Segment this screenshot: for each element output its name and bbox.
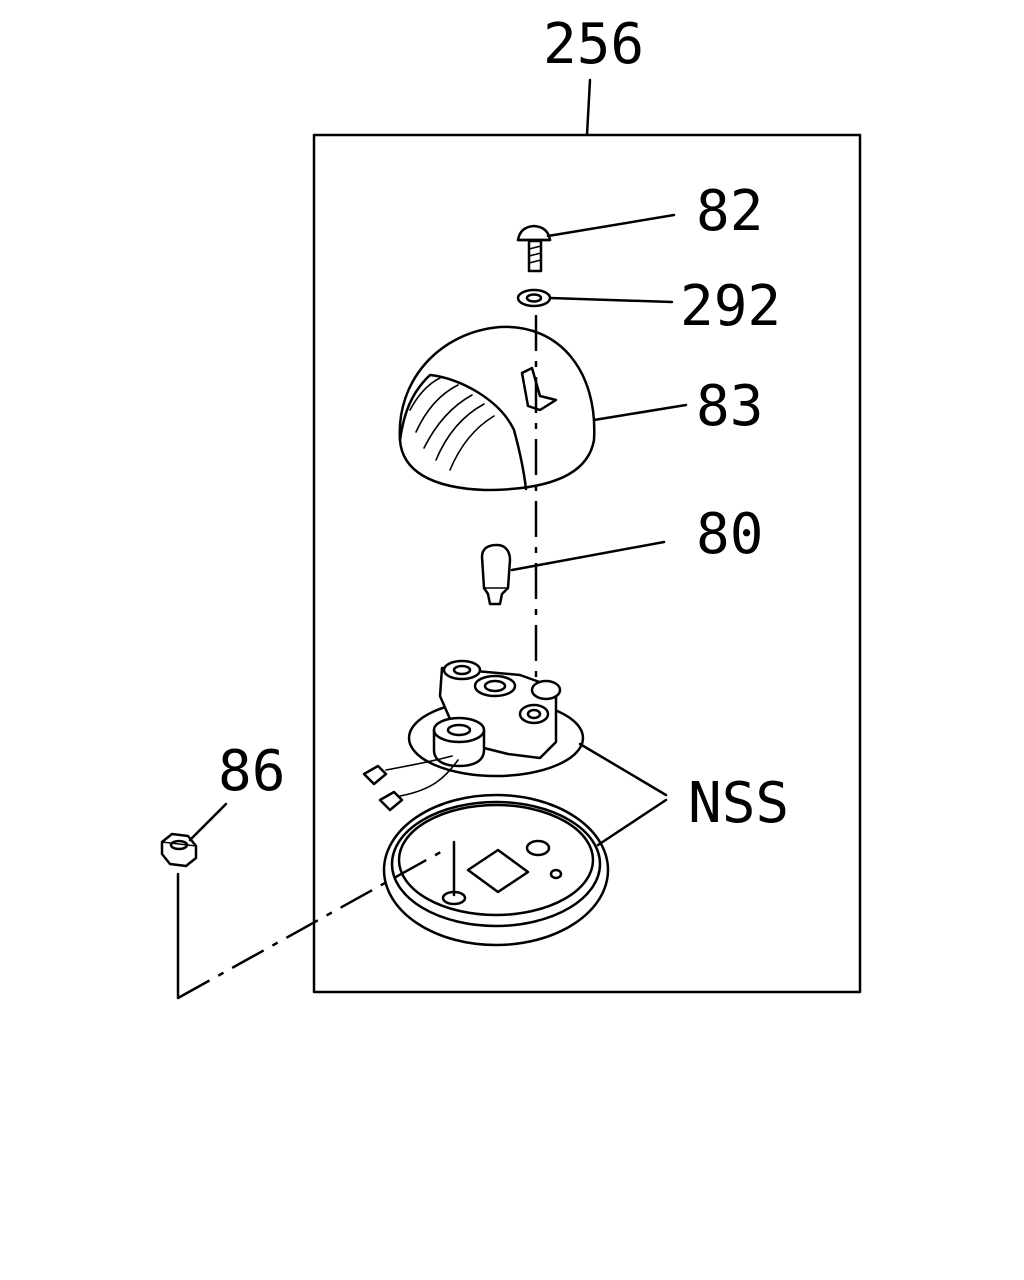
callout-83: 83 bbox=[696, 374, 763, 439]
callout-292: 292 bbox=[680, 274, 781, 339]
base-plate bbox=[382, 793, 610, 947]
socket-base bbox=[362, 659, 585, 812]
lens-83 bbox=[398, 325, 596, 492]
leader-82 bbox=[546, 213, 676, 238]
leader-nss-upper bbox=[578, 742, 668, 797]
leader-86 bbox=[188, 802, 228, 842]
screw-82 bbox=[516, 224, 552, 273]
nut-86 bbox=[160, 832, 198, 868]
leader-83 bbox=[592, 403, 688, 422]
leader-256 bbox=[585, 78, 592, 137]
washer-292 bbox=[516, 288, 552, 308]
leader-292 bbox=[548, 296, 674, 304]
callout-256: 256 bbox=[543, 12, 644, 77]
bulb-80 bbox=[480, 543, 512, 606]
callout-86: 86 bbox=[218, 739, 285, 804]
callout-80: 80 bbox=[696, 502, 763, 567]
callout-nss: NSS bbox=[688, 771, 789, 836]
leader-nss-lower bbox=[596, 798, 668, 847]
leader-80 bbox=[510, 540, 666, 572]
callout-82: 82 bbox=[696, 179, 763, 244]
nut-mount-path bbox=[177, 846, 449, 1000]
